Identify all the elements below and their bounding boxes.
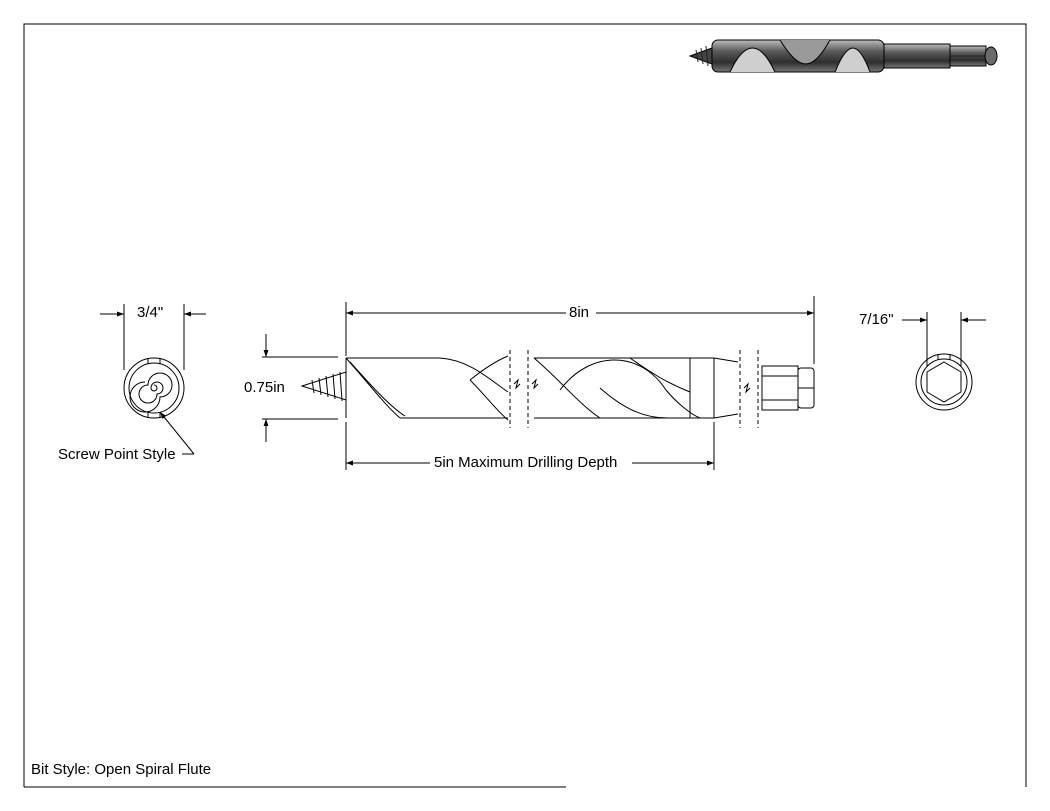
bit-style-label: Bit Style: Open Spiral Flute <box>30 761 213 778</box>
point-style-label: Screw Point Style <box>57 446 177 463</box>
sheet-border <box>23 23 1027 788</box>
dimension-label-drilling-depth: 5in Maximum Drilling Depth <box>430 454 622 471</box>
dimension-hex-shank <box>902 312 986 366</box>
side-view-bit <box>300 350 815 428</box>
end-view-hex-shank <box>915 353 973 411</box>
dimension-cutting-diameter <box>262 334 338 442</box>
dimension-label-cutting-diameter: 0.75in <box>243 379 286 396</box>
auger-bit-isometric-icon <box>688 39 998 73</box>
dimension-overall-length <box>345 296 815 364</box>
screw-point-leader <box>159 411 195 455</box>
end-view-screw-point <box>123 357 185 419</box>
dimension-drilling-depth <box>345 422 715 470</box>
dimension-label-overall-length: 8in <box>566 304 593 321</box>
dimension-label-diameter: 3/4" <box>136 304 165 321</box>
dimension-diameter-34 <box>100 304 206 370</box>
dimension-label-hex-shank: 7/16" <box>858 311 895 328</box>
